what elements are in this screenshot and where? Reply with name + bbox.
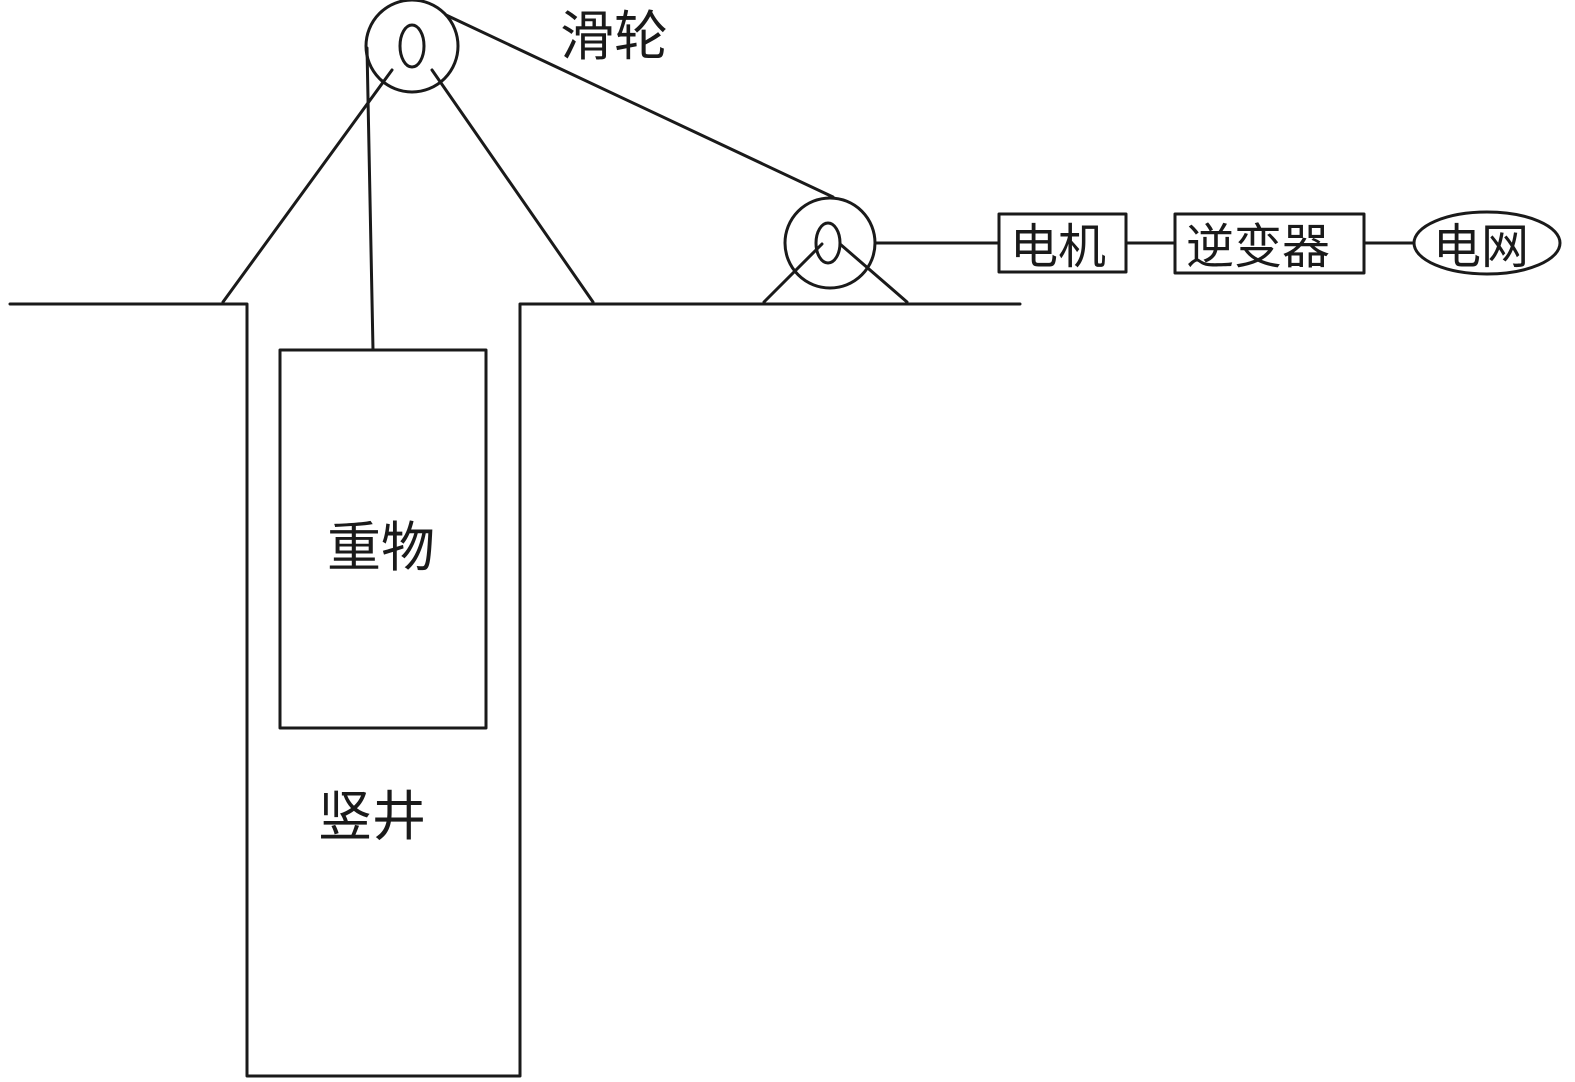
motor-label: 电机 [1010,219,1106,275]
pulley-support-left [221,68,394,304]
ground-line [8,302,1022,1078]
weight-label: 重物 [327,516,435,579]
top-pulley-axle [398,23,426,69]
top-pulley [364,0,460,94]
motor-pulley-axle [814,221,842,265]
inverter-label: 逆变器 [1186,219,1330,275]
diagonal-rope [444,13,835,199]
motor-pulley-support-left [762,242,824,304]
pulley-support-right [430,68,595,304]
motor-pulley-support-right [838,242,909,304]
vertical-rope [365,46,375,352]
motor-pulley [783,196,877,290]
weight-box [278,348,488,730]
grid-ellipse [1412,210,1562,276]
shaft-label: 竖井 [318,785,426,848]
grid-label: 电网 [1433,219,1529,275]
pulley-label: 滑轮 [560,5,668,68]
inverter-box [1173,212,1366,275]
motor-box [997,212,1128,274]
